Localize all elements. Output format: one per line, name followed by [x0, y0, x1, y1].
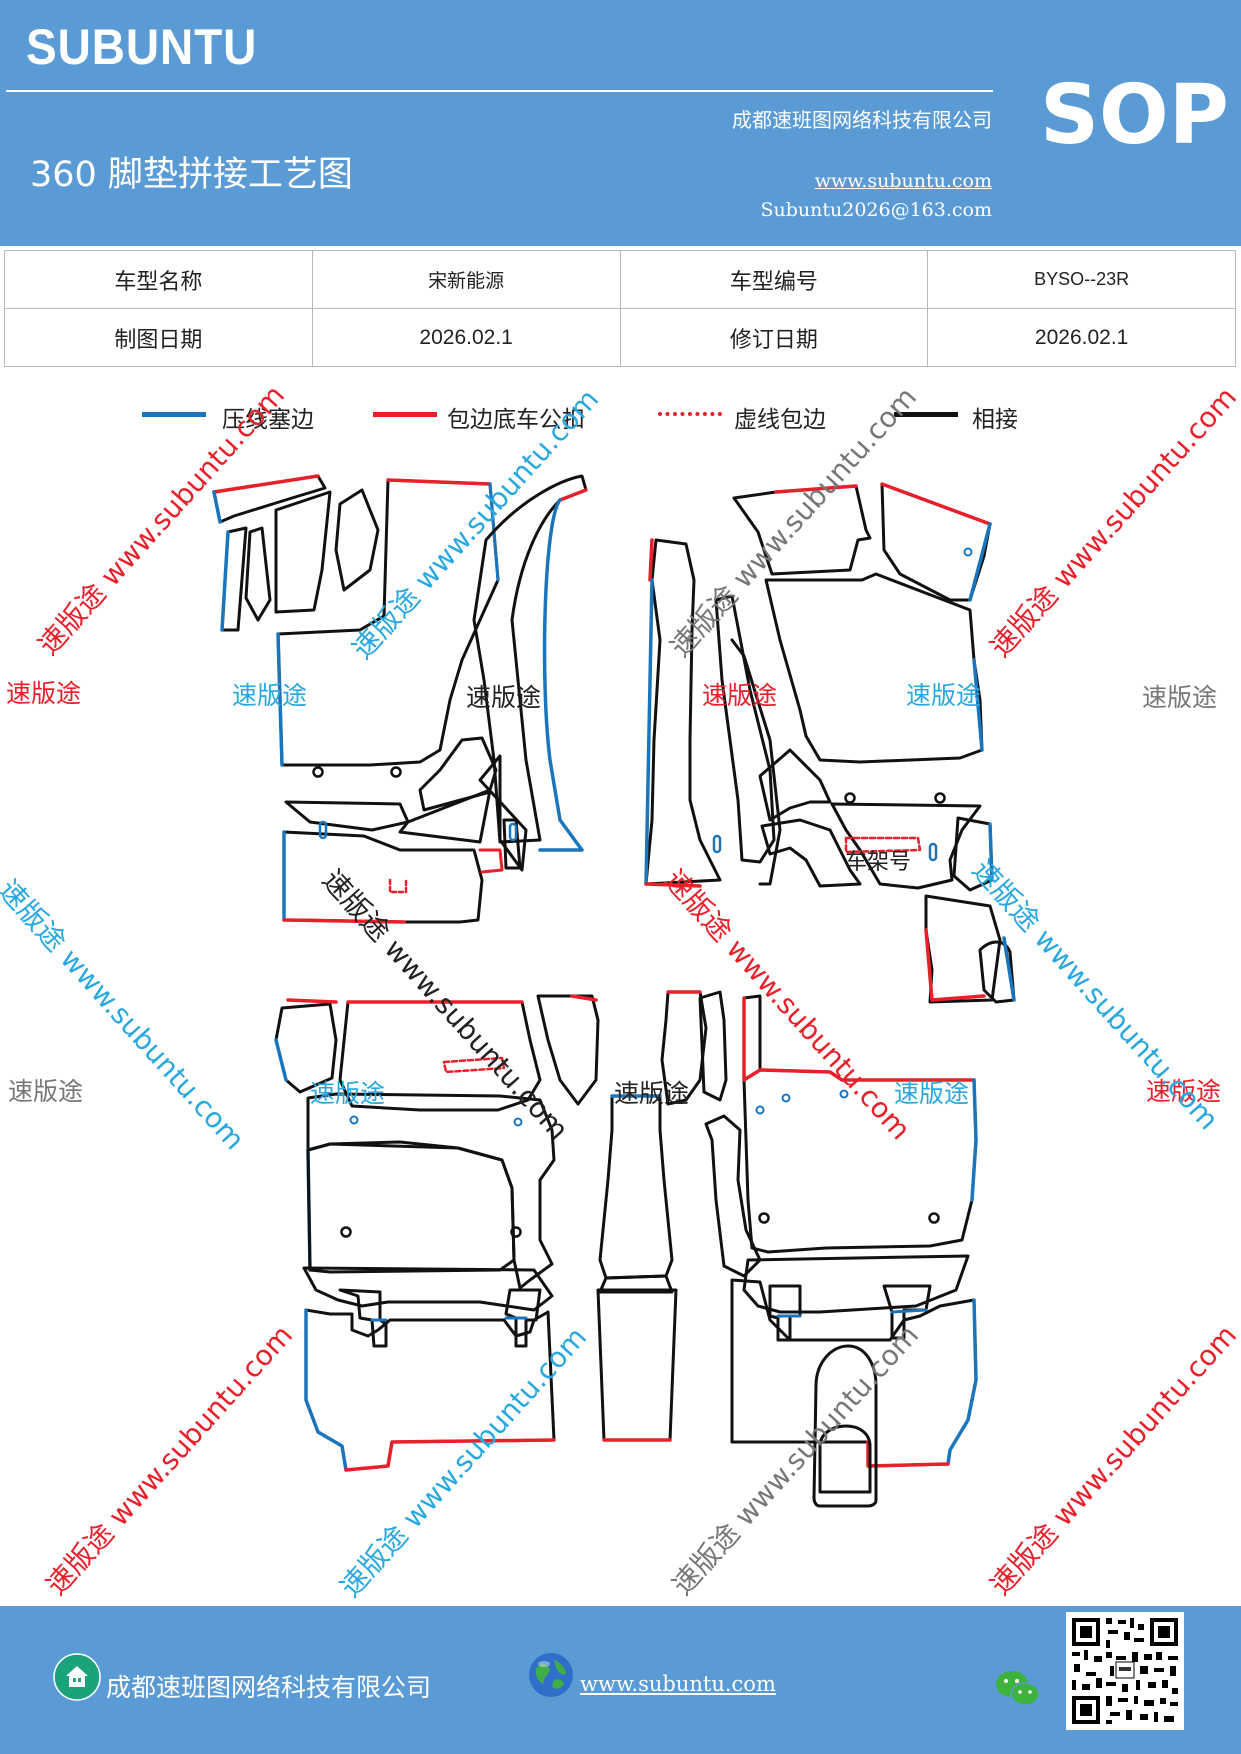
header-website-link[interactable]: www.subuntu.com — [814, 170, 992, 192]
legend-label: 虚线包边 — [734, 407, 826, 433]
sop-badge: SOP — [1040, 68, 1229, 163]
mat-piece-rear-left — [274, 994, 600, 1472]
mat-piece-front-left — [212, 474, 588, 924]
table-cell: 2026.02.1 — [311, 308, 621, 367]
watermark-text: 速版途 — [232, 681, 308, 710]
brand-logo: SUBUNTU — [26, 19, 258, 75]
legend-label: 包边底车公扣 — [447, 407, 585, 433]
wechat-icon — [996, 1671, 1040, 1706]
vehicle-info-table: 车型名称 宋新能源 车型编号 BYSO--23R 制图日期 2026.02.1 … — [4, 250, 1236, 367]
vin-label: 车架号 — [845, 850, 912, 875]
watermark-text: 速版途 — [8, 1077, 84, 1106]
watermark-text: 速版途 — [702, 681, 778, 710]
legend-label: 压线塞边 — [222, 407, 314, 433]
header-company: 成都速班图网络科技有限公司 — [732, 108, 992, 132]
legend-item: 压线塞边 — [142, 400, 372, 440]
legend-swatch — [373, 412, 437, 417]
home-icon — [53, 1653, 101, 1701]
watermark-text: 速版途 — [906, 681, 982, 710]
footer-website-link[interactable]: www.subuntu.com — [580, 1672, 776, 1696]
legend-item: 相接 — [894, 400, 1044, 440]
header-banner: SUBUNTU 成都速班图网络科技有限公司 360 脚垫拼接工艺图 www.su… — [0, 0, 1241, 246]
table-cell: 制图日期 — [4, 308, 313, 367]
globe-icon — [529, 1653, 573, 1697]
legend-item: 虚线包边 — [658, 400, 858, 440]
table-cell: 宋新能源 — [311, 250, 621, 309]
header-email: Subuntu2026@163.com — [760, 199, 992, 221]
footer-company: 成都速班图网络科技有限公司 — [106, 1673, 432, 1702]
watermark-text: 速版途 — [466, 683, 542, 712]
watermark-text: 速版途 — [1142, 683, 1218, 712]
table-row: 制图日期 2026.02.1 修订日期 2026.02.1 — [4, 308, 1236, 367]
mat-piece-front-right — [644, 482, 1016, 1004]
legend-swatch — [894, 412, 958, 417]
table-cell: 车型名称 — [4, 250, 313, 309]
legend-swatch — [658, 412, 722, 416]
legend-label: 相接 — [972, 407, 1018, 433]
qr-code-graphic — [1066, 1612, 1184, 1730]
floor-mat-diagram: 速版途 速版途 速版途 速版途 速版途 速版途 速版途 速版途 速版途 速版途 … — [0, 379, 1241, 1604]
watermark-text: 速版途 — [6, 679, 82, 708]
header-divider — [6, 90, 993, 92]
watermark-text: 速版途 — [1146, 1077, 1222, 1106]
table-cell: BYSO--23R — [927, 250, 1236, 309]
legend-item: 包边底车公扣 — [373, 400, 613, 440]
qr-code-icon — [1066, 1612, 1184, 1730]
footer-banner: 成都速班图网络科技有限公司 www.subuntu.com — [0, 1606, 1241, 1754]
watermark-text: 速版途 — [894, 1079, 970, 1108]
mat-piece-rear-right — [660, 990, 978, 1508]
mat-piece-center-tunnel — [596, 1094, 678, 1442]
table-cell: 修订日期 — [619, 308, 929, 367]
watermark-text: 速版途 — [614, 1079, 690, 1108]
watermark-text: 速版途 — [310, 1079, 386, 1108]
table-row: 车型名称 宋新能源 车型编号 BYSO--23R — [4, 250, 1236, 309]
mat-pieces-drawing — [212, 474, 1016, 1508]
table-cell: 车型编号 — [619, 250, 929, 309]
page-title: 360 脚垫拼接工艺图 — [30, 155, 353, 195]
legend-swatch — [142, 412, 206, 417]
table-cell: 2026.02.1 — [927, 308, 1236, 367]
